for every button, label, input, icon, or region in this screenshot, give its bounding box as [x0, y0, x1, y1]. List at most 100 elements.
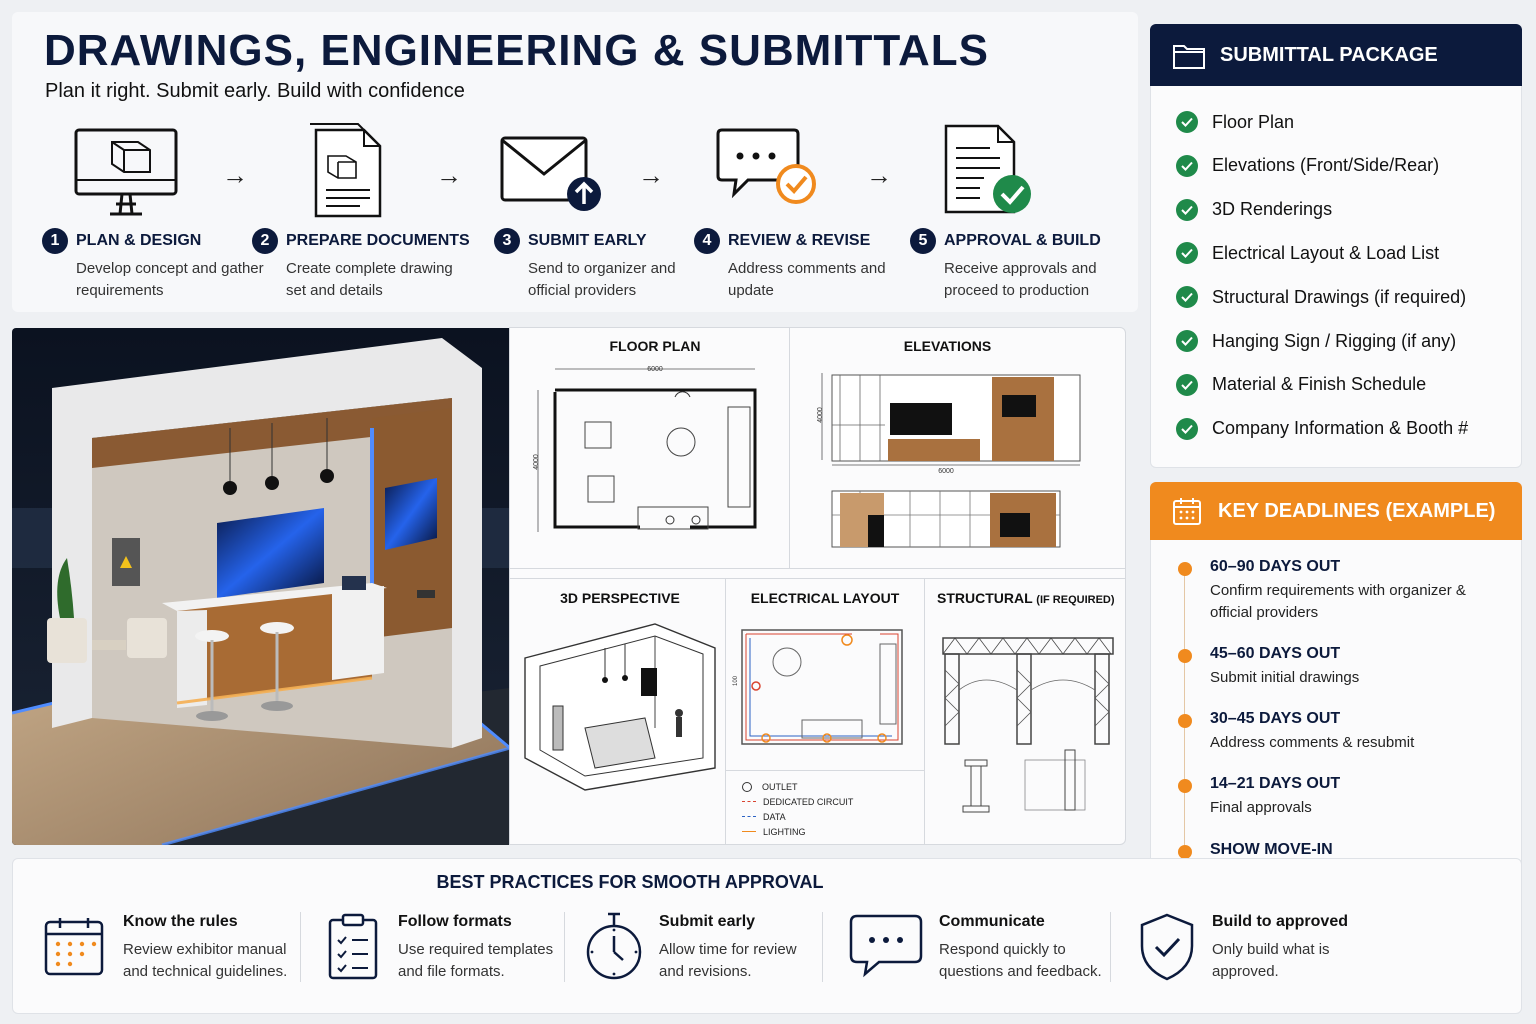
submittal-header: SUBMITTAL PACKAGE — [1150, 24, 1522, 86]
submittal-item: Electrical Layout & Load List — [1176, 241, 1439, 265]
legend-item-lighting: LIGHTING — [742, 824, 922, 839]
monitor-cube-icon — [74, 128, 178, 216]
electrical-title: ELECTRICAL LAYOUT — [750, 590, 900, 606]
chat-check-icon — [716, 128, 816, 204]
elevations-height-dim: 4000 — [817, 407, 824, 423]
practice-desc: Use required templates and file formats. — [398, 941, 554, 980]
submittal-title: SUBMITTAL PACKAGE — [1220, 43, 1438, 66]
calendar-grid-icon — [44, 918, 104, 976]
separator — [300, 912, 301, 982]
check-circle-icon — [1176, 242, 1198, 265]
step-title: PREPARE DOCUMENTS — [286, 232, 470, 249]
separator — [822, 912, 823, 982]
deadline-when: 30–45 DAYS OUT — [1210, 710, 1341, 727]
deadlines-title: KEY DEADLINES (EXAMPLE) — [1218, 499, 1496, 522]
submittal-item-label: Company Information & Booth # — [1212, 418, 1469, 439]
submittal-item-label: 3D Renderings — [1212, 199, 1333, 220]
submittal-item-label: Structural Drawings (if required) — [1212, 286, 1467, 307]
deadline-what: Confirm requirements with organizer & of… — [1210, 582, 1466, 621]
divider — [789, 328, 790, 568]
submittal-item-label: Elevations (Front/Side/Rear) — [1212, 155, 1440, 176]
legend-item-outlet: OUTLET — [742, 779, 922, 794]
flow-arrow: → — [638, 160, 664, 190]
flow-arrow: → — [866, 160, 892, 190]
dashed-blue-line-icon — [742, 816, 756, 817]
flow-arrow: → — [222, 160, 248, 190]
booth-rendering — [12, 328, 510, 845]
submittal-item: 3D Renderings — [1176, 198, 1332, 222]
step-number: 2 — [252, 228, 278, 254]
submittal-item: Structural Drawings (if required) — [1176, 285, 1466, 309]
submittal-item: Company Information & Booth # — [1176, 417, 1468, 441]
structural-title-text: STRUCTURAL — [937, 590, 1033, 606]
perspective-drawing — [524, 623, 716, 791]
submittal-item-label: Floor Plan — [1212, 111, 1295, 132]
practice-desc: Respond quickly to questions and feedbac… — [939, 941, 1102, 980]
submittal-item-label: Material & Finish Schedule — [1212, 374, 1427, 395]
divider — [509, 568, 1126, 569]
envelope-upload-icon — [500, 136, 601, 211]
practice-title: Follow formats — [398, 913, 512, 930]
booth-rendering-image — [12, 328, 510, 845]
step-number: 3 — [494, 228, 520, 254]
practice-desc: Review exhibitor manual and technical gu… — [123, 941, 288, 980]
timeline-dot-icon — [1178, 779, 1192, 793]
legend-label: OUTLET — [762, 781, 798, 792]
elevations-title: ELEVATIONS — [903, 338, 992, 354]
floor-plan-drawing: 6000 4000 — [533, 366, 757, 532]
separator — [1110, 912, 1111, 982]
submittal-item: Elevations (Front/Side/Rear) — [1176, 154, 1439, 178]
submittal-item: Floor Plan — [1176, 110, 1294, 134]
electrical-dim: 100 — [733, 675, 739, 686]
clipboard-checklist-icon — [328, 913, 378, 980]
electrical-drawing: 100 — [733, 629, 903, 745]
floor-plan-title: FLOOR PLAN — [609, 338, 701, 354]
step-number: 5 — [910, 228, 936, 254]
chat-bubble-icon — [849, 914, 923, 978]
step-desc: Develop concept and gather requirements — [76, 260, 264, 299]
legend-label: DEDICATED CIRCUIT — [763, 796, 854, 807]
step-desc: Create complete drawing set and details — [286, 260, 453, 299]
shield-check-icon — [1140, 913, 1194, 981]
perspective-title: 3D PERSPECTIVE — [560, 590, 680, 606]
step-title: PLAN & DESIGN — [76, 232, 202, 249]
document-stack-icon — [310, 123, 382, 218]
check-circle-icon — [1176, 330, 1198, 352]
deadline-what: Submit initial drawings — [1210, 669, 1360, 686]
step-number: 4 — [694, 228, 720, 254]
best-practices-card — [12, 858, 1522, 1014]
practice-title: Communicate — [939, 913, 1045, 930]
deadline-what: Final approvals — [1210, 799, 1312, 816]
flow-arrow: → — [436, 160, 462, 190]
step-title: APPROVAL & BUILD — [944, 232, 1101, 249]
divider — [725, 578, 726, 845]
practice-desc: Allow time for review and revisions. — [659, 941, 797, 980]
legend-label: LIGHTING — [763, 826, 806, 837]
check-circle-icon — [1176, 198, 1198, 221]
legend-item-dedicated-circuit: DEDICATED CIRCUIT — [742, 794, 922, 809]
step-desc: Send to organizer and official providers — [528, 260, 676, 299]
check-circle-icon — [1176, 373, 1198, 396]
submittal-item-label: Electrical Layout & Load List — [1212, 242, 1440, 263]
floor-plan-depth-dim: 4000 — [533, 454, 540, 470]
divider — [509, 578, 1126, 579]
calendar-icon — [1173, 498, 1201, 525]
lighting-icon — [742, 831, 756, 832]
deadline-timeline-line — [1184, 570, 1185, 850]
check-circle-icon — [1176, 154, 1198, 177]
elevations-drawing: 4000 6000 — [817, 373, 1081, 548]
submittal-card — [1150, 24, 1522, 468]
electrical-divider — [726, 770, 924, 771]
check-circle-icon — [1176, 417, 1198, 440]
page-subtitle: Plan it right. Submit early. Build with … — [45, 80, 465, 102]
practice-desc: Only build what is approved. — [1212, 941, 1330, 980]
structural-drawing — [942, 637, 1114, 813]
deadline-when: 60–90 DAYS OUT — [1210, 558, 1341, 575]
practice-title: Know the rules — [123, 913, 238, 930]
document-approved-icon — [944, 124, 1031, 214]
deadline-when: SHOW MOVE-IN — [1210, 841, 1333, 858]
deadline-when: 14–21 DAYS OUT — [1210, 775, 1341, 792]
timeline-dot-icon — [1178, 845, 1192, 859]
separator — [564, 912, 565, 982]
